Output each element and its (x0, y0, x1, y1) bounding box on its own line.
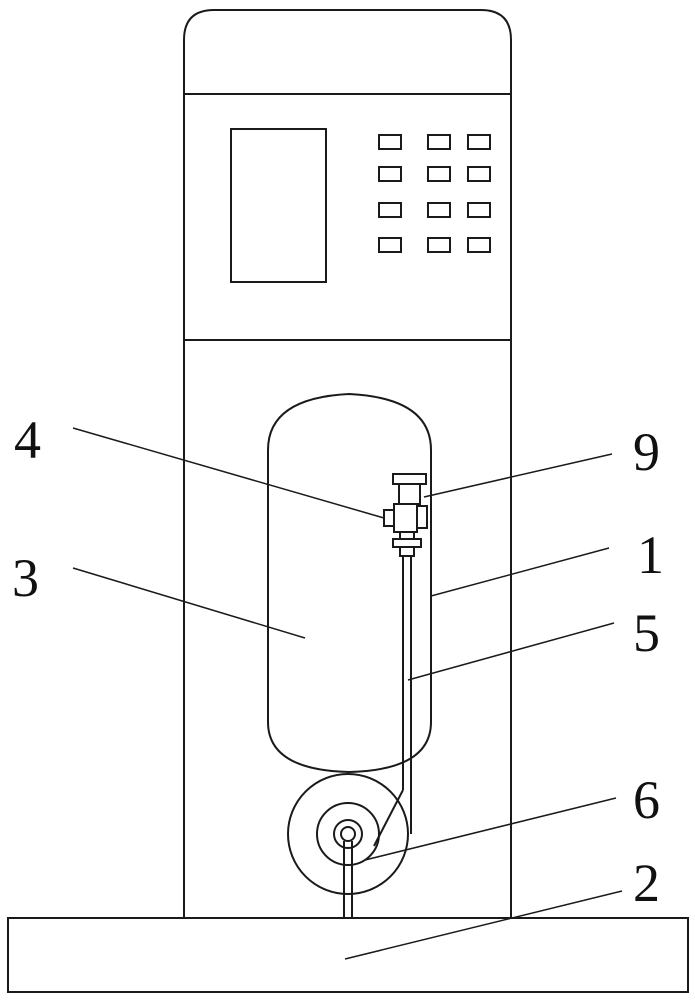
leader-1 (430, 547, 610, 597)
label-9: 9 (633, 422, 660, 482)
keypad-key (427, 166, 451, 182)
cabinet-body (183, 9, 512, 918)
leader-3 (72, 567, 306, 639)
keypad-key (427, 237, 451, 253)
label-6: 6 (633, 770, 660, 830)
keypad-key (378, 134, 402, 150)
leader-4 (72, 427, 385, 519)
keypad-key (427, 202, 451, 218)
leader-5 (407, 622, 615, 681)
keypad-key (467, 134, 491, 150)
fluid-bag (267, 392, 432, 774)
connector-assembly (383, 473, 428, 557)
keypad-key (378, 202, 402, 218)
label-2: 2 (633, 853, 660, 913)
display-screen (230, 128, 327, 283)
label-5: 5 (633, 603, 660, 663)
keypad-key (467, 202, 491, 218)
leader-2 (344, 890, 623, 960)
connector-upper-body (398, 483, 421, 505)
label-4: 4 (14, 410, 41, 470)
keypad-key (467, 166, 491, 182)
connector-bottom-cap (392, 538, 422, 548)
label-3: 3 (12, 548, 39, 608)
reel-wheel (287, 773, 409, 895)
leader-9 (423, 453, 613, 498)
connector-side-port (416, 505, 428, 529)
connector-lower-neck (399, 531, 415, 540)
base-plate (7, 917, 689, 993)
leader-6 (364, 797, 617, 861)
keypad-key (467, 237, 491, 253)
keypad (378, 134, 491, 253)
connector-mid-body (393, 503, 418, 533)
tube-to-wheel (373, 789, 404, 847)
connector-outlet (399, 546, 415, 557)
connector-top-cap (392, 473, 427, 485)
keypad-key (378, 237, 402, 253)
keypad-key (378, 166, 402, 182)
clamp-tab (383, 509, 395, 527)
keypad-key (427, 134, 451, 150)
label-1: 1 (637, 525, 664, 585)
